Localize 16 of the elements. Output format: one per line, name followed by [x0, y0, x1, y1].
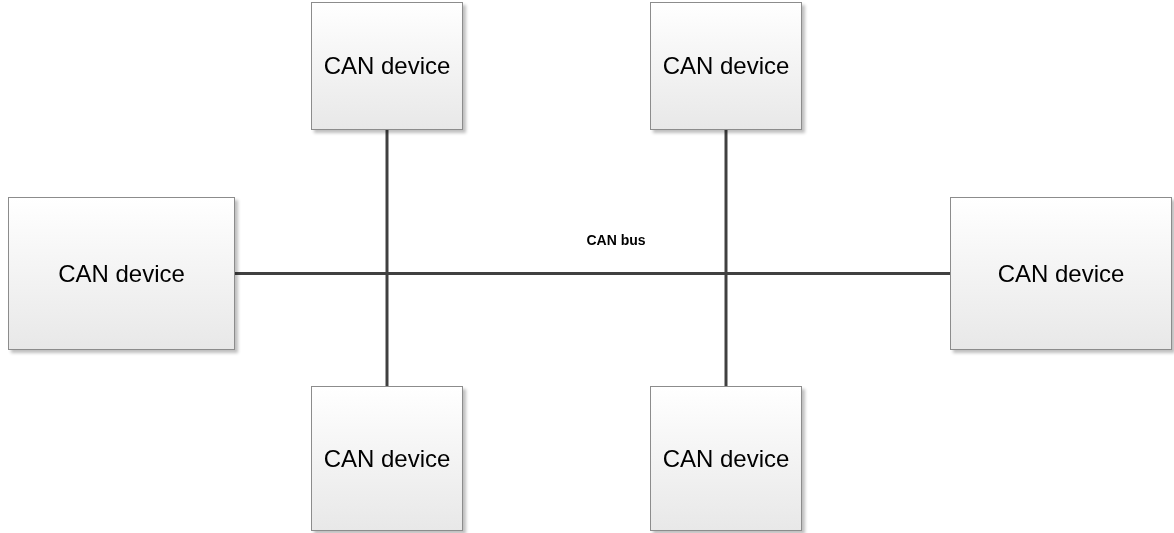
- device-label: CAN device: [58, 259, 185, 288]
- device-box: [311, 386, 463, 531]
- device-box: [650, 2, 802, 130]
- device-box: [8, 197, 235, 350]
- device-box: [650, 386, 802, 531]
- bus-line: [724, 130, 728, 386]
- device-box: [311, 2, 463, 130]
- device-label: CAN device: [662, 52, 790, 80]
- bus-line: [235, 272, 950, 275]
- device-label: CAN device: [323, 52, 451, 80]
- device-box: [950, 197, 1172, 350]
- bus-line: [385, 130, 389, 386]
- edge-label: CAN bus: [584, 231, 648, 248]
- device-label: CAN device: [997, 259, 1125, 288]
- device-label: CAN device: [323, 444, 451, 473]
- device-label: CAN device: [662, 444, 790, 473]
